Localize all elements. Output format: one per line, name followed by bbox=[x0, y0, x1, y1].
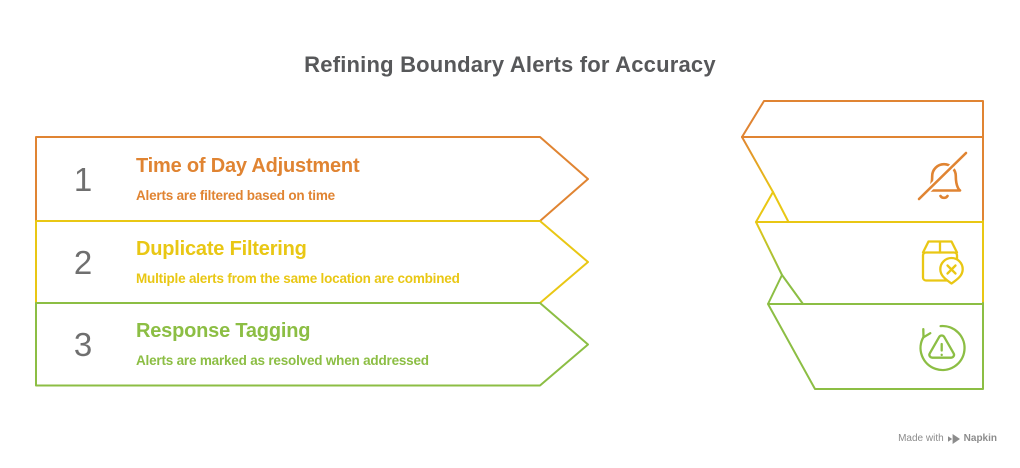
step-1-arrow-shape bbox=[35, 136, 589, 222]
step-text-block: Time of Day Adjustment Alerts are filter… bbox=[130, 156, 540, 203]
ribbon-fold-1 bbox=[741, 136, 774, 193]
step-2-arrow-shape bbox=[35, 220, 589, 304]
page-title: Refining Boundary Alerts for Accuracy bbox=[304, 52, 716, 77]
napkin-logo-icon bbox=[947, 434, 960, 444]
step-title: Duplicate Filtering bbox=[136, 237, 307, 260]
ribbon-band-3 bbox=[767, 274, 984, 390]
watermark-brand: Napkin bbox=[963, 433, 997, 444]
made-with-napkin-watermark[interactable]: Made with Napkin bbox=[898, 432, 997, 446]
step-row-2: 2 Duplicate Filtering Multiple alerts fr… bbox=[36, 221, 540, 303]
step-description: Alerts are filtered based on time bbox=[136, 187, 335, 203]
step-3-arrow-shape bbox=[35, 302, 589, 387]
ribbon-fold-2 bbox=[755, 221, 783, 276]
bell-off-icon bbox=[916, 150, 969, 202]
step-number: 1 bbox=[73, 160, 93, 198]
step-row-3: 3 Response Tagging Alerts are marked as … bbox=[36, 303, 540, 386]
step-description: Multiple alerts from the same location a… bbox=[136, 270, 460, 286]
refresh-warning-icon bbox=[919, 324, 966, 372]
step-number: 3 bbox=[73, 326, 93, 363]
ribbon-graphic bbox=[741, 100, 984, 390]
step-text-block: Response Tagging Alerts are marked as re… bbox=[130, 321, 540, 368]
step-row-1: 1 Time of Day Adjustment Alerts are filt… bbox=[36, 137, 540, 221]
step-title: Time of Day Adjustment bbox=[136, 154, 360, 177]
ribbon-band-1 bbox=[741, 100, 984, 222]
step-text-block: Duplicate Filtering Multiple alerts from… bbox=[130, 239, 540, 286]
ribbon-band-2 bbox=[755, 191, 984, 304]
step-title: Response Tagging bbox=[136, 320, 311, 342]
package-x-icon bbox=[921, 240, 964, 285]
watermark-prefix: Made with bbox=[898, 433, 944, 444]
step-number: 2 bbox=[73, 243, 93, 281]
step-description: Alerts are marked as resolved when addre… bbox=[136, 353, 429, 368]
